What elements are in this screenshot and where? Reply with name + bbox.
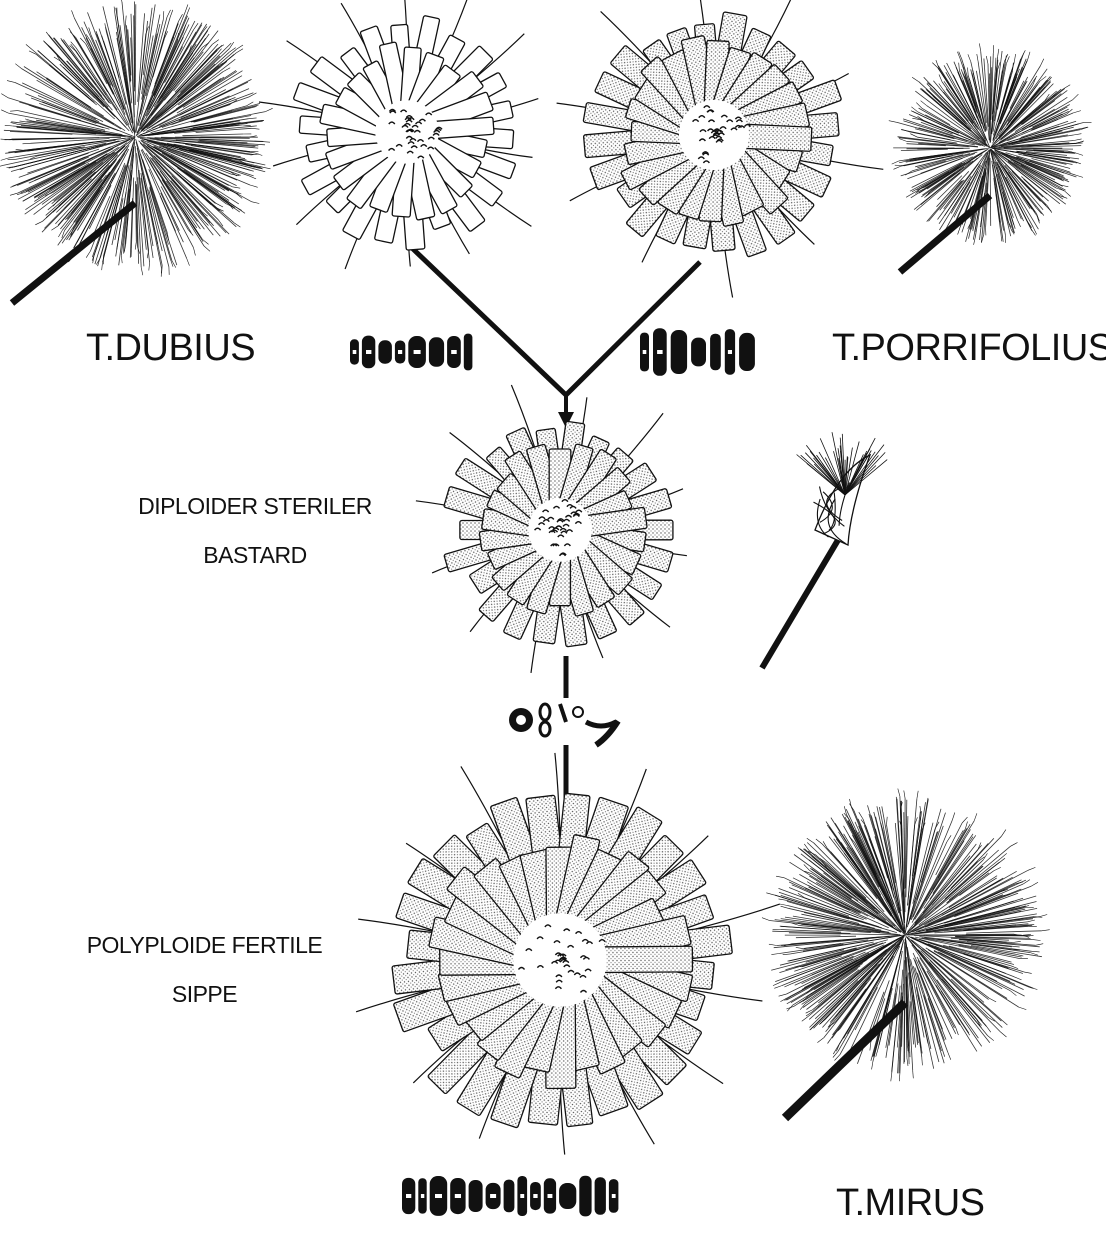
dubius-flower-head (259, 0, 538, 269)
chromosome (504, 1180, 515, 1213)
ray-floret (592, 946, 692, 972)
hybrid-meiosis-chromosomes (509, 704, 618, 745)
label-hybrid-line2: BASTARD (120, 542, 390, 569)
mirus-chromosomes (402, 1176, 618, 1217)
chromosome (464, 334, 473, 371)
dubius-seed-head (0, 0, 273, 303)
chromosome (671, 330, 687, 374)
chromosome (595, 1177, 606, 1215)
chromosome (579, 1176, 591, 1217)
porrifolius-flower-head (557, 0, 884, 298)
chromosome (739, 333, 755, 371)
label-polyploid-line1: POLYPLOIDE FERTILE (62, 932, 347, 959)
label-t-mirus: T.MIRUS (836, 1182, 985, 1225)
chromosome (469, 1180, 483, 1212)
chromosome (378, 340, 392, 363)
porrifolius-seed-head (889, 43, 1092, 272)
porrifolius-chromosomes (640, 328, 755, 376)
label-hybrid-line1: DIPLOIDER STERILER (120, 493, 390, 520)
flower-heads (259, 0, 883, 1155)
chromosome (429, 337, 444, 367)
label-t-porrifolius: T.PORRIFOLIUS (832, 327, 1106, 370)
hybrid-closed-bud (762, 432, 887, 668)
chromosome (691, 338, 706, 367)
dubius-chromosomes (350, 334, 472, 371)
mirus-seed-head (762, 789, 1050, 1118)
label-polyploid: POLYPLOIDE FERTILE SIPPE (62, 932, 347, 1008)
label-t-dubius: T.DUBIUS (86, 327, 255, 370)
chromosome (559, 1183, 576, 1209)
label-polyploid-line2: SIPPE (62, 981, 347, 1008)
chromosome (710, 334, 721, 371)
hybrid-flower-head (416, 385, 687, 673)
mirus-flower-head (356, 753, 780, 1155)
label-hybrid: DIPLOIDER STERILER BASTARD (120, 493, 390, 569)
